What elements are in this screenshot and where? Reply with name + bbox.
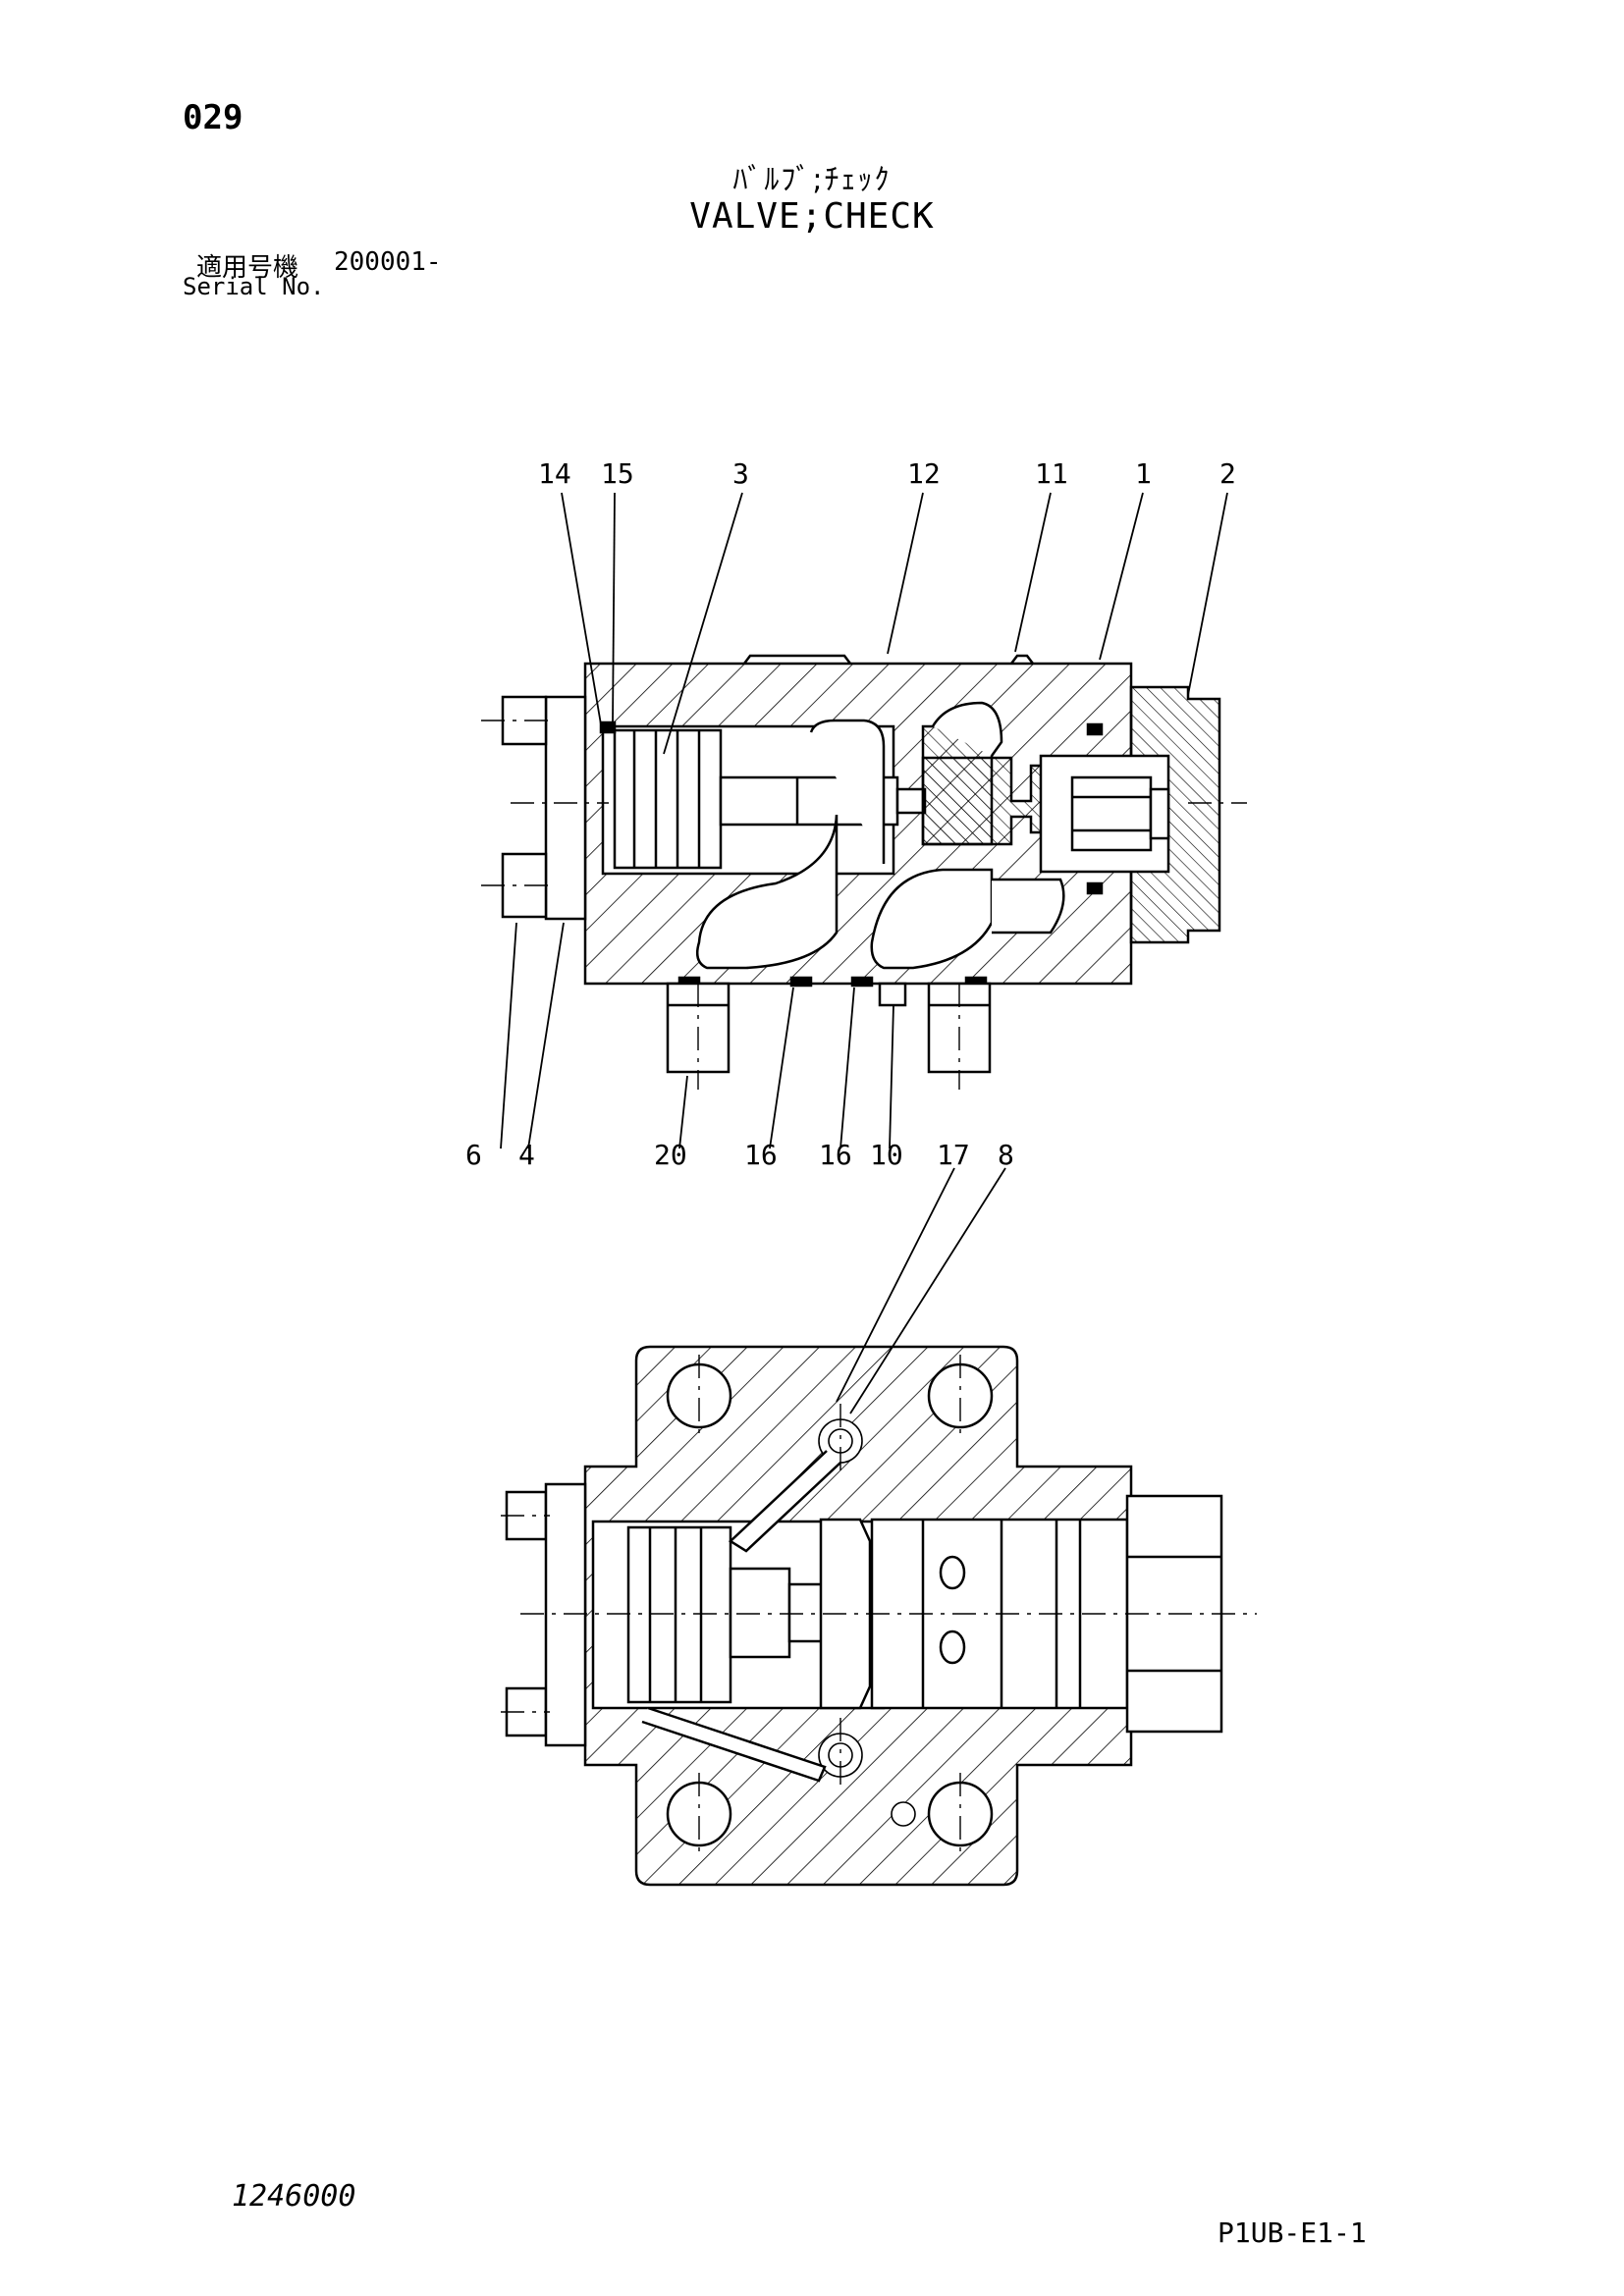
title-english: VALVE;CHECK: [689, 196, 935, 237]
callout-20: 20: [654, 1139, 687, 1171]
top-callouts: 14 15 3 12 11 1 2: [538, 457, 1236, 490]
callout-11: 11: [1035, 457, 1068, 490]
page-number: 029: [183, 98, 244, 137]
callout-14: 14: [538, 457, 571, 490]
serial-label-english: Serial No.: [183, 273, 325, 300]
callout-2: 2: [1219, 457, 1236, 490]
callout-10: 10: [870, 1139, 903, 1171]
bottom-callouts: 6 4 20 16 16 10 17 8: [465, 1139, 1014, 1171]
callout-16b: 16: [819, 1139, 852, 1171]
callout-3: 3: [732, 457, 749, 490]
callout-12: 12: [907, 457, 941, 490]
callout-17: 17: [937, 1139, 970, 1171]
title-japanese: ﾊﾞﾙﾌﾞ;ﾁｪｯｸ: [732, 163, 892, 197]
callout-16a: 16: [744, 1139, 778, 1171]
plan-view: [501, 1345, 1257, 1887]
callout-8: 8: [998, 1139, 1014, 1171]
callout-1: 1: [1135, 457, 1152, 490]
callout-15: 15: [601, 457, 634, 490]
serial-value: 200001-: [334, 247, 442, 277]
callout-4: 4: [518, 1139, 535, 1171]
section-view: [481, 654, 1247, 1090]
drawing-id: 1246000: [232, 2179, 356, 2214]
serial-label-japanese: 適用号機: [196, 253, 299, 283]
sheet-code: P1UB-E1-1: [1218, 2216, 1367, 2249]
callout-6: 6: [465, 1139, 482, 1171]
